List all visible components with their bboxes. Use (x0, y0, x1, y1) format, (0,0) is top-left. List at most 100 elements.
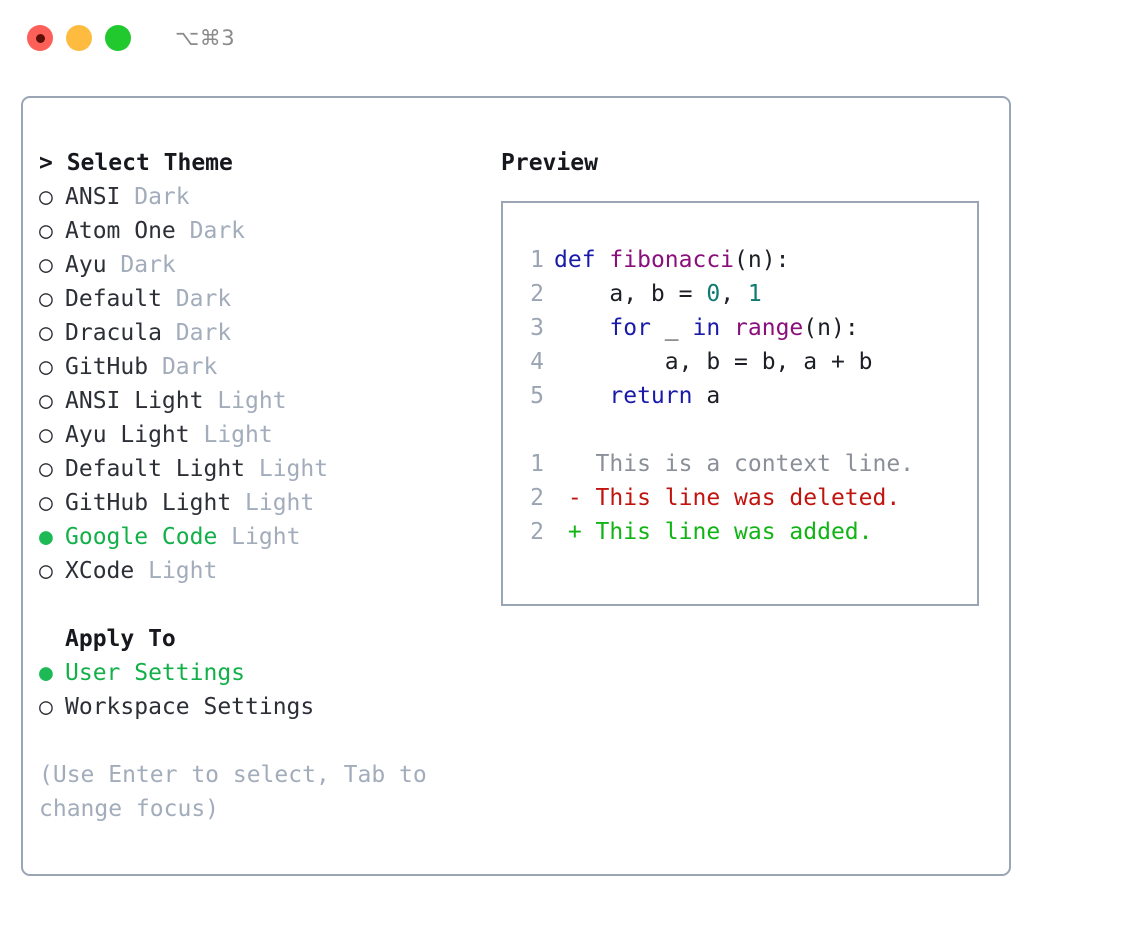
code-token-plain: _ (650, 315, 693, 341)
diff-line-text: + This line was added. (554, 519, 873, 545)
theme-option-ayu-light[interactable]: ○Ayu Light Light (39, 418, 489, 452)
code-line-number: 1 (530, 247, 544, 273)
theme-option-variant-tag: Dark (106, 252, 176, 278)
theme-option-label: Default (65, 286, 162, 312)
code-token-kw: return (609, 383, 693, 409)
preview-title: Preview (501, 150, 598, 176)
theme-option-variant-tag: Dark (161, 286, 232, 312)
apply-to-option-user-settings[interactable]: ●User Settings (39, 656, 489, 690)
radio-unselected-icon: ○ (39, 456, 53, 482)
apply-to-option-label: User Settings (65, 660, 246, 686)
radio-selected-icon: ● (39, 524, 53, 550)
theme-option-label: Default Light (65, 456, 246, 482)
theme-option-ansi-light[interactable]: ○ANSI Light Light (39, 384, 489, 418)
code-line: 4 a, b = b, a + b (520, 345, 977, 379)
theme-option-dracula[interactable]: ○Dracula Dark (39, 316, 489, 350)
code-token-plain: , (720, 281, 748, 307)
code-token-plain: (n): (803, 315, 859, 341)
code-token-fn: fibonacci (609, 247, 735, 273)
radio-unselected-icon: ○ (39, 184, 53, 210)
theme-option-default[interactable]: ○Default Dark (39, 282, 489, 316)
theme-option-variant-tag: Dark (120, 184, 190, 210)
diff-line-number: 2 (530, 485, 544, 511)
apply-to-option-label: Workspace Settings (65, 694, 315, 720)
theme-option-xcode[interactable]: ○XCode Light (39, 554, 489, 588)
radio-unselected-icon: ○ (39, 694, 53, 720)
code-line-number: 2 (530, 281, 544, 307)
section-spacer (39, 588, 489, 622)
code-token-plain: a (692, 383, 721, 409)
radio-unselected-icon: ○ (39, 218, 53, 244)
code-token-num: 1 (747, 281, 762, 307)
code-token-plain (720, 315, 734, 341)
theme-picker-column: > Select Theme ○ANSI Dark○Atom One Dark○… (39, 146, 489, 826)
main-panel: > Select Theme ○ANSI Dark○Atom One Dark○… (21, 96, 1011, 876)
theme-option-variant-tag: Light (189, 422, 273, 448)
theme-option-variant-tag: Light (134, 558, 218, 584)
keyboard-shortcut-label: ⌥⌘3 (175, 26, 236, 50)
traffic-lights (27, 25, 131, 51)
code-line-number: 4 (530, 349, 544, 375)
theme-option-variant-tag: Light (203, 388, 287, 414)
diff-line-text: - This line was deleted. (554, 485, 901, 511)
theme-option-label: ANSI (65, 184, 121, 210)
theme-option-github[interactable]: ○ GitHub Dark (39, 350, 489, 384)
code-line: 1 def fibonacci(n): (520, 243, 977, 277)
code-token-plain: (n): (734, 247, 790, 273)
theme-option-label: Ayu (65, 252, 107, 278)
apply-to-option-workspace-settings[interactable]: ○ Workspace Settings (39, 690, 489, 724)
diff-line-add: 2 + This line was added. (520, 515, 977, 549)
title-bar: ⌥⌘3 (0, 0, 1140, 76)
theme-option-label: GitHub (65, 354, 149, 380)
theme-option-variant-tag: Dark (148, 354, 218, 380)
diff-line-ctx: 1 This is a context line. (520, 447, 977, 481)
theme-option-google-code[interactable]: ●Google Code Light (39, 520, 489, 554)
theme-options-list: ○ANSI Dark○Atom One Dark○Ayu Dark○Defaul… (39, 180, 489, 588)
diff-line-number: 2 (530, 519, 544, 545)
diff-line-del: 2 - This line was deleted. (520, 481, 977, 515)
code-token-fn: range (734, 315, 804, 341)
radio-unselected-icon: ○ (39, 354, 53, 380)
code-token-kw: in (692, 315, 721, 341)
theme-option-atom-one[interactable]: ○ Atom One Dark (39, 214, 489, 248)
code-token-num: 0 (706, 281, 721, 307)
code-token-kw: for (609, 315, 651, 341)
minimize-window-button[interactable] (66, 25, 92, 51)
theme-option-variant-tag: Dark (175, 218, 246, 244)
keyboard-hint-text: (Use Enter to select, Tab to change focu… (39, 762, 441, 822)
theme-option-variant-tag: Light (245, 456, 329, 482)
radio-unselected-icon: ○ (39, 422, 53, 448)
theme-option-github-light[interactable]: ○GitHub Light Light (39, 486, 489, 520)
code-line-number: 5 (530, 383, 544, 409)
code-token-plain (554, 315, 609, 341)
radio-unselected-icon: ○ (39, 320, 53, 346)
theme-option-ansi[interactable]: ○ ANSI Dark (39, 180, 489, 214)
close-window-button[interactable] (27, 25, 53, 51)
radio-unselected-icon: ○ (39, 388, 53, 414)
code-line: 3 for _ in range(n): (520, 311, 977, 345)
zoom-window-button[interactable] (105, 25, 131, 51)
code-token-plain (596, 247, 610, 273)
theme-option-variant-tag: Light (231, 490, 315, 516)
theme-option-ayu[interactable]: ○Ayu Dark (39, 248, 489, 282)
code-line-number: 3 (530, 315, 544, 341)
theme-option-default-light[interactable]: ○ Default Light Light (39, 452, 489, 486)
theme-option-label: XCode (65, 558, 135, 584)
theme-option-variant-tag: Light (217, 524, 301, 550)
code-token-plain (554, 383, 609, 409)
theme-option-label: Atom One (65, 218, 176, 244)
code-token-plain: a, b = b, a + b (554, 349, 873, 375)
theme-option-label: GitHub Light (65, 490, 232, 516)
heading-text: Select Theme (66, 150, 233, 176)
code-token-kw: def (554, 247, 596, 273)
recording-indicator-icon (35, 33, 45, 43)
diff-line-number: 1 (530, 451, 544, 477)
diff-line-text: This is a context line. (554, 451, 915, 477)
apply-to-heading: Apply To (65, 626, 176, 652)
theme-picker-heading: > Select Theme (39, 146, 489, 180)
heading-prompt-caret: > (39, 150, 67, 176)
apply-to-options-list: ●User Settings ○ Workspace Settings (39, 656, 489, 724)
